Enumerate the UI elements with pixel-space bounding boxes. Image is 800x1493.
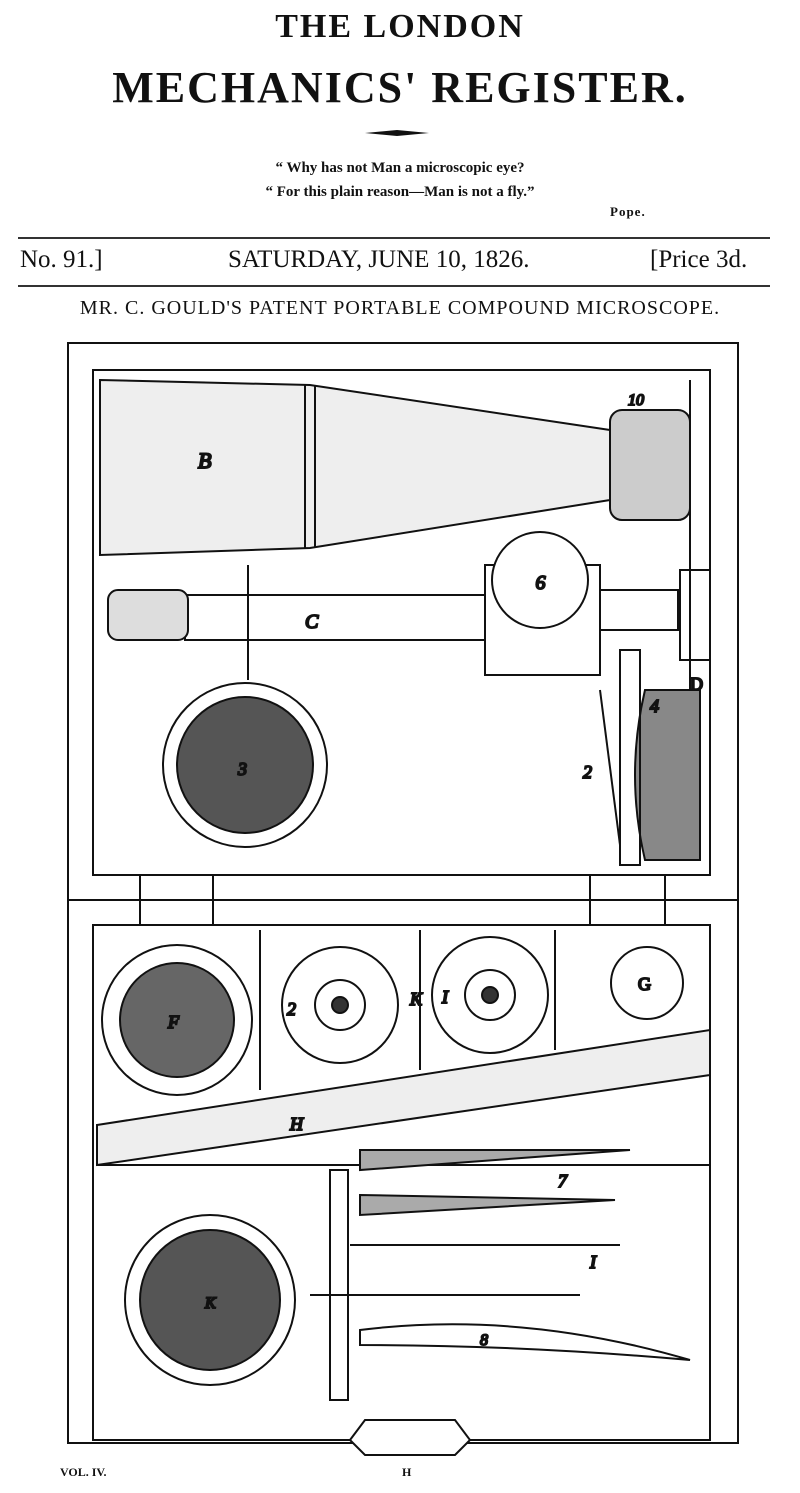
label-b: B: [198, 448, 211, 473]
rack-bar-c: [184, 594, 486, 641]
hinge-left: [139, 874, 214, 926]
epigraph-line1: “ Why has not Man a microscopic eye?: [275, 160, 525, 176]
label-i1: I: [441, 987, 449, 1007]
label-9: 9: [536, 571, 546, 593]
label-g: G: [638, 974, 651, 994]
label-3: 3: [237, 759, 247, 779]
epigraph-author: Pope.: [610, 204, 646, 219]
label-h: H: [289, 1114, 304, 1134]
label-10: 10: [628, 392, 644, 409]
lens-f: [101, 944, 253, 1096]
issue-date: SATURDAY, JUNE 10, 1826.: [228, 246, 530, 273]
condenser-4: [634, 689, 701, 861]
mirror-k: [124, 1214, 296, 1386]
footer-signature: H: [402, 1465, 412, 1479]
label-k2: K: [204, 1295, 217, 1312]
label-d: D: [690, 674, 703, 694]
issue-number: No. 91.]: [20, 246, 103, 273]
issue-price: [Price 3d.: [650, 246, 748, 273]
hinge-right: [589, 874, 666, 926]
tool-7: [359, 1149, 631, 1172]
label-8: 8: [480, 1332, 488, 1349]
lens-2: [281, 946, 399, 1064]
eyepiece-10: [609, 409, 691, 521]
label-f: F: [167, 1012, 180, 1032]
label-2a: 2: [583, 762, 592, 782]
ornament-divider: [365, 130, 429, 136]
label-2b: 2: [287, 999, 296, 1019]
masthead-title-line2: MECHANICS' REGISTER.: [112, 63, 688, 112]
tube-b: [99, 378, 611, 557]
tweezers-8: [359, 1323, 691, 1361]
label-c: C: [305, 611, 319, 633]
rule-bottom: [18, 285, 770, 287]
epigraph-line2: “ For this plain reason—Man is not a fly…: [265, 184, 535, 200]
lens-g: [610, 946, 684, 1020]
forceps-h: [96, 1028, 711, 1167]
label-7: 7: [558, 1171, 568, 1191]
lens-i: [431, 936, 549, 1054]
label-i2: I: [589, 1252, 597, 1272]
label-k1: K: [409, 989, 423, 1009]
article-title: MR. C. GOULD'S PATENT PORTABLE COMPOUND …: [79, 297, 721, 319]
clasp: [348, 1419, 472, 1456]
lens-9: [491, 531, 589, 629]
footer-volume: VOL. IV.: [60, 1465, 107, 1479]
label-4: 4: [650, 696, 659, 716]
mirror-3: [162, 682, 328, 848]
masthead-title-line1: THE LONDON: [275, 8, 525, 45]
rule-top: [18, 237, 770, 239]
